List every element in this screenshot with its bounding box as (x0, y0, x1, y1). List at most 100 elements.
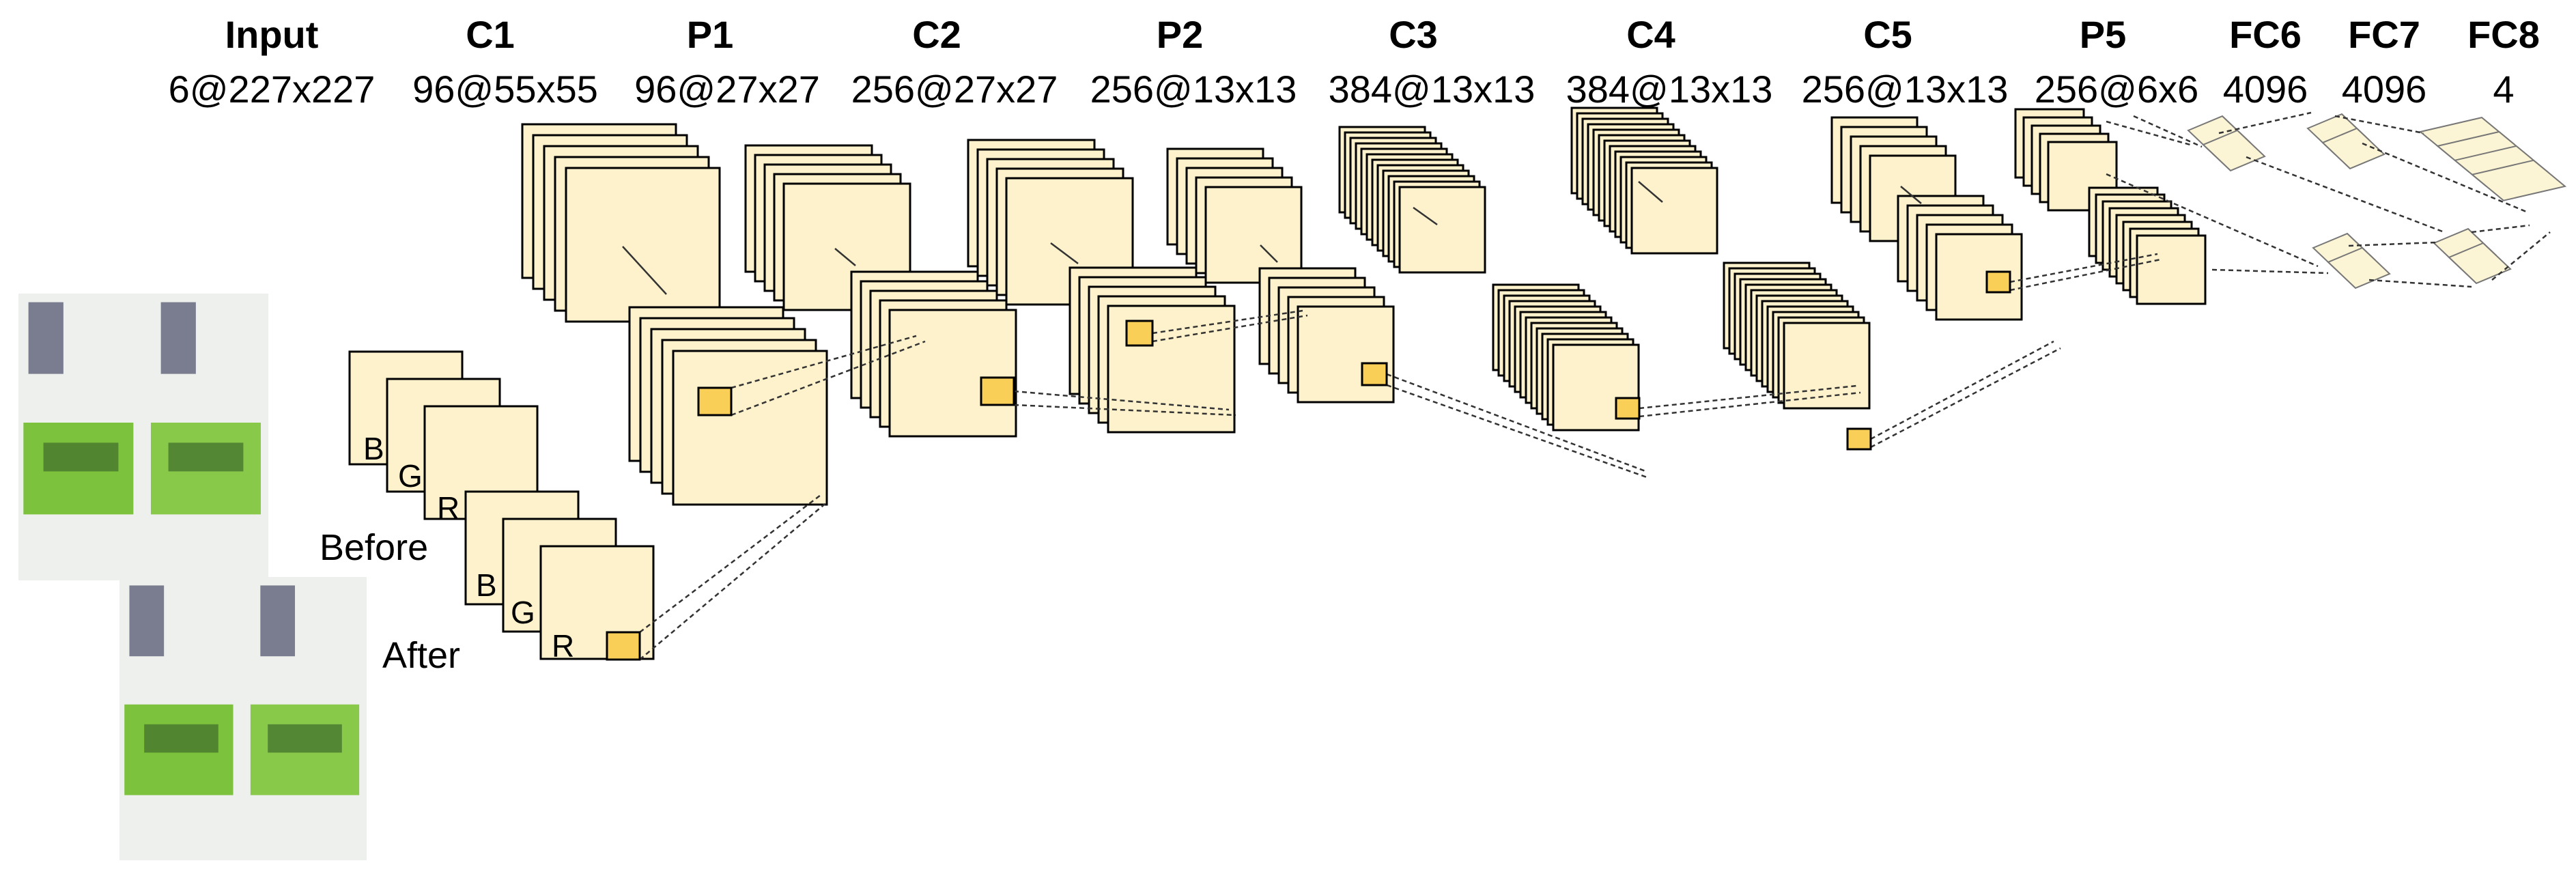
kernel-c2-lower (980, 376, 1015, 406)
fc6-upper-block (2187, 115, 2266, 172)
layer-name-fc7: FC7 (2348, 13, 2420, 56)
after-photo-label-right (268, 724, 342, 753)
conn-c5-p5-top (1870, 340, 2054, 440)
channel-b-label-before: B (363, 431, 384, 466)
connection-lines (622, 111, 2551, 660)
layer-dims-p1: 96@27x27 (634, 68, 820, 111)
fc8-block-unit (2470, 159, 2567, 201)
channel-g-label-before: G (398, 458, 423, 494)
conn-fc7-fc8-b (2362, 142, 2527, 213)
conn-c4-c5-top (1639, 384, 1858, 410)
conn-c3-c4-bottom (1386, 384, 1650, 479)
fc6-lower-block (2312, 232, 2391, 289)
p2-upper-stack (1166, 147, 1303, 284)
layer-dims-c2: 256@27x27 (851, 68, 1058, 111)
c3-upper-stack-map (1398, 186, 1486, 274)
fc6-upper-block-unit (2202, 129, 2266, 172)
c4-upper-inner-line (1638, 181, 1663, 203)
c2-upper-inner-line (1050, 242, 1079, 264)
after-photo-label-left (144, 724, 218, 753)
conn-c2-p2-bottom (1013, 404, 1236, 416)
layer-name-p5: P5 (2080, 13, 2127, 56)
c3-upper-stack (1338, 126, 1486, 274)
before-photo-dark-left (28, 302, 63, 374)
before-photo (18, 294, 268, 580)
conn-c1-c2-top (731, 335, 917, 389)
fc7-upper-block (2306, 113, 2386, 170)
conn-fc6-fc7-c (2348, 241, 2438, 247)
channel-r-label-before: R (437, 490, 459, 526)
after-photo-dark-left (129, 585, 165, 657)
fc7-lower-block (2433, 227, 2512, 285)
c1-upper-stack-map (565, 167, 721, 323)
layer-dims-p2: 256@13x13 (1090, 68, 1297, 111)
conn-fc7-fc8-d (2491, 231, 2551, 281)
p1-lower-stack-map (888, 309, 1017, 438)
before-label: Before (320, 527, 428, 568)
c3-upper-inner-line (1413, 206, 1438, 226)
c1-upper-stack (521, 123, 721, 323)
conn-p2-c3-bottom (1152, 314, 1308, 343)
layer-name-c5: C5 (1863, 13, 1912, 56)
input-photos (18, 294, 367, 860)
c1-upper-inner-line (622, 246, 667, 295)
layer-name-p2: P2 (1157, 13, 1204, 56)
c5-lower-stack (1897, 195, 2023, 321)
p1-lower-stack (850, 270, 1017, 438)
layer-dims-fc6: 4096 (2223, 68, 2308, 111)
layer-name-input: Input (225, 13, 319, 56)
c4-upper-stack (1570, 107, 1718, 255)
p2-lower-stack-map (1297, 305, 1395, 404)
channel-b-label-after: B (476, 567, 497, 603)
conn-fc7-fc8-c (2471, 224, 2530, 234)
conn-fc6-fc7-d (2368, 279, 2472, 288)
c4-lower-stack (1723, 262, 1871, 410)
p1-upper-inner-line (834, 248, 856, 266)
conn-c2-p2-top (1013, 390, 1230, 411)
p2-upper-stack-map (1204, 186, 1303, 284)
layer-headers: Input 6@227x227 C1 96@55x55 P1 96@27x27 … (169, 13, 2540, 111)
conn-p5-fc6-a (2106, 120, 2191, 146)
channel-g-label-after: G (511, 595, 535, 630)
conn-c4-c5-bottom (1639, 391, 1861, 418)
conn-input-c1-top (639, 494, 821, 633)
p5-upper-stack-map (2047, 141, 2118, 212)
p5-upper-stack (2014, 108, 2118, 212)
c4-upper-stack-map (1630, 167, 1718, 255)
before-photo-dark-right (160, 302, 196, 374)
conn-p5-fc6-b (2133, 115, 2203, 148)
kernel-p2-lower (1125, 320, 1154, 347)
before-photo-label-left (43, 442, 119, 472)
layer-dims-fc8: 4 (2493, 68, 2514, 111)
input-labels: Before After B G R B G R (320, 431, 574, 676)
fc7-lower-block-unit (2448, 242, 2512, 285)
p2-upper-inner-line (1260, 244, 1278, 263)
p2-lower-stack (1258, 267, 1395, 404)
layer-dims-fc7: 4096 (2342, 68, 2427, 111)
layer-name-c2: C2 (912, 13, 961, 56)
conn-c1-c2-bottom (731, 340, 926, 416)
conn-fc7-fc8-a (2334, 115, 2424, 135)
kernel-c4-lower (1846, 427, 1872, 451)
kernel-p2-front (1361, 362, 1388, 386)
after-photo (119, 577, 367, 860)
conn-p5-fc6-c (2106, 173, 2319, 268)
c1-lower-stack-map (672, 350, 828, 506)
conn-input-c1-bottom (639, 501, 828, 660)
layer-name-fc6: FC6 (2229, 13, 2302, 56)
fc7-upper-block-unit (2321, 127, 2386, 170)
c3-lower-stack (1492, 283, 1640, 432)
c4-lower-stack-map (1783, 322, 1871, 410)
layer-dims-c4: 384@13x13 (1566, 68, 1773, 111)
layer-dims-c5: 256@13x13 (1802, 68, 2009, 111)
before-photo-label-right (168, 442, 244, 472)
layer-dims-c3: 384@13x13 (1329, 68, 1535, 111)
c5-upper-inner-line (1900, 186, 1922, 204)
fully-connected-layers (2187, 113, 2567, 289)
layer-dims-c1: 96@55x55 (412, 68, 598, 111)
feature-map-stacks (348, 107, 2207, 660)
conn-fc6-fc7-b (2246, 156, 2445, 234)
kernel-markers (606, 270, 2011, 661)
channel-r-label-after: R (552, 628, 574, 664)
